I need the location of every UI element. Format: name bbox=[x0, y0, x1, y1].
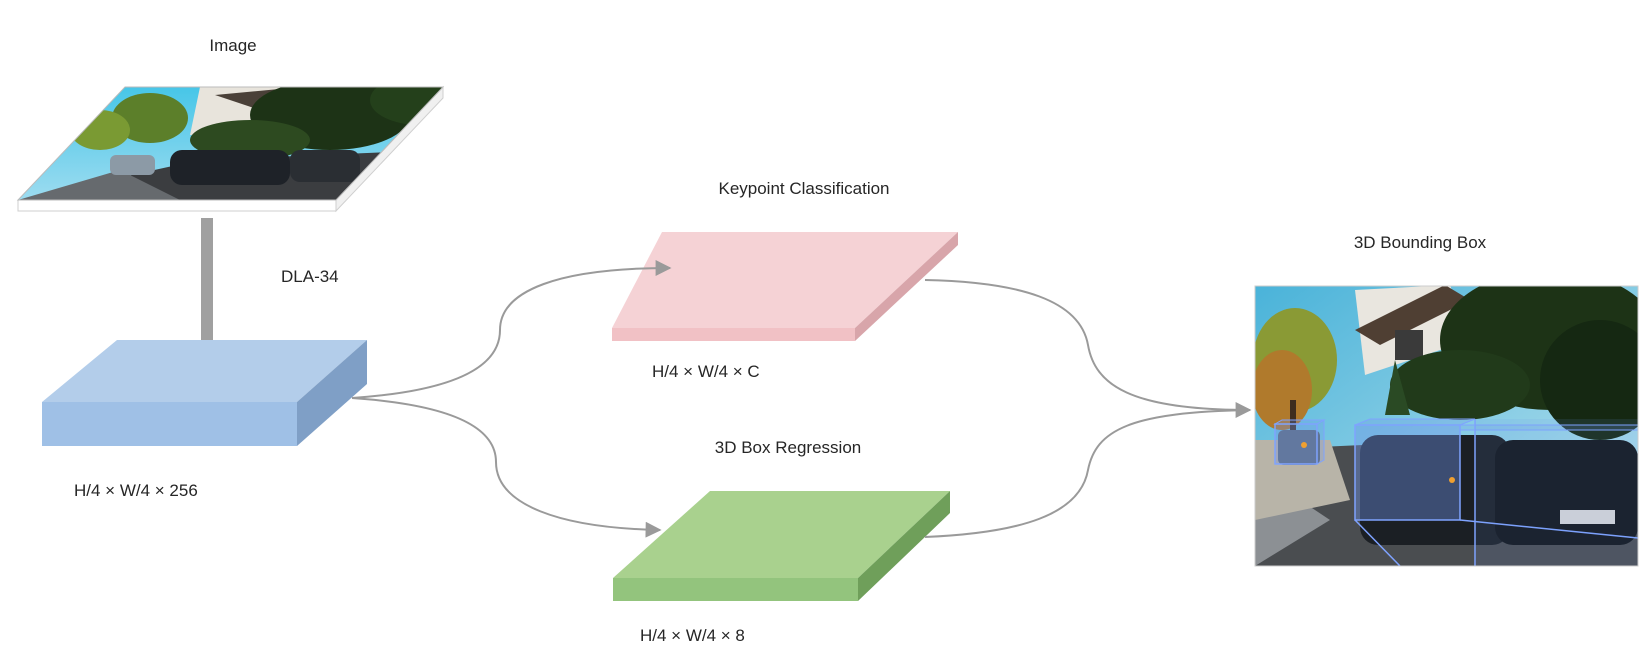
connector-regression-to-output bbox=[924, 409, 1251, 538]
image-label: Image bbox=[209, 36, 256, 55]
output-street-photo bbox=[1254, 285, 1639, 567]
keypoint-label: Keypoint Classification bbox=[718, 179, 889, 198]
output-label: 3D Bounding Box bbox=[1354, 233, 1487, 252]
regression-label: 3D Box Regression bbox=[715, 438, 861, 457]
bounding-box-large bbox=[1354, 418, 1638, 566]
regression-feature-block bbox=[613, 491, 950, 601]
bounding-box-small bbox=[1273, 419, 1326, 465]
keypoint-feature-block bbox=[612, 232, 958, 341]
backbone-label: DLA-34 bbox=[281, 267, 339, 286]
connector-keypoint-to-output bbox=[924, 279, 1252, 418]
backbone-feature-block bbox=[42, 340, 367, 446]
connector-backbone-to-keypoint bbox=[351, 260, 672, 399]
backbone-dims-label: H/4 × W/4 × 256 bbox=[74, 481, 198, 500]
keypoint-dims-label: H/4 × W/4 × C bbox=[652, 362, 760, 381]
flow-connectors bbox=[351, 260, 1252, 538]
regression-dims-label: H/4 × W/4 × 8 bbox=[640, 626, 745, 645]
input-image-plane bbox=[16, 85, 445, 213]
connector-backbone-to-regression bbox=[351, 397, 662, 538]
